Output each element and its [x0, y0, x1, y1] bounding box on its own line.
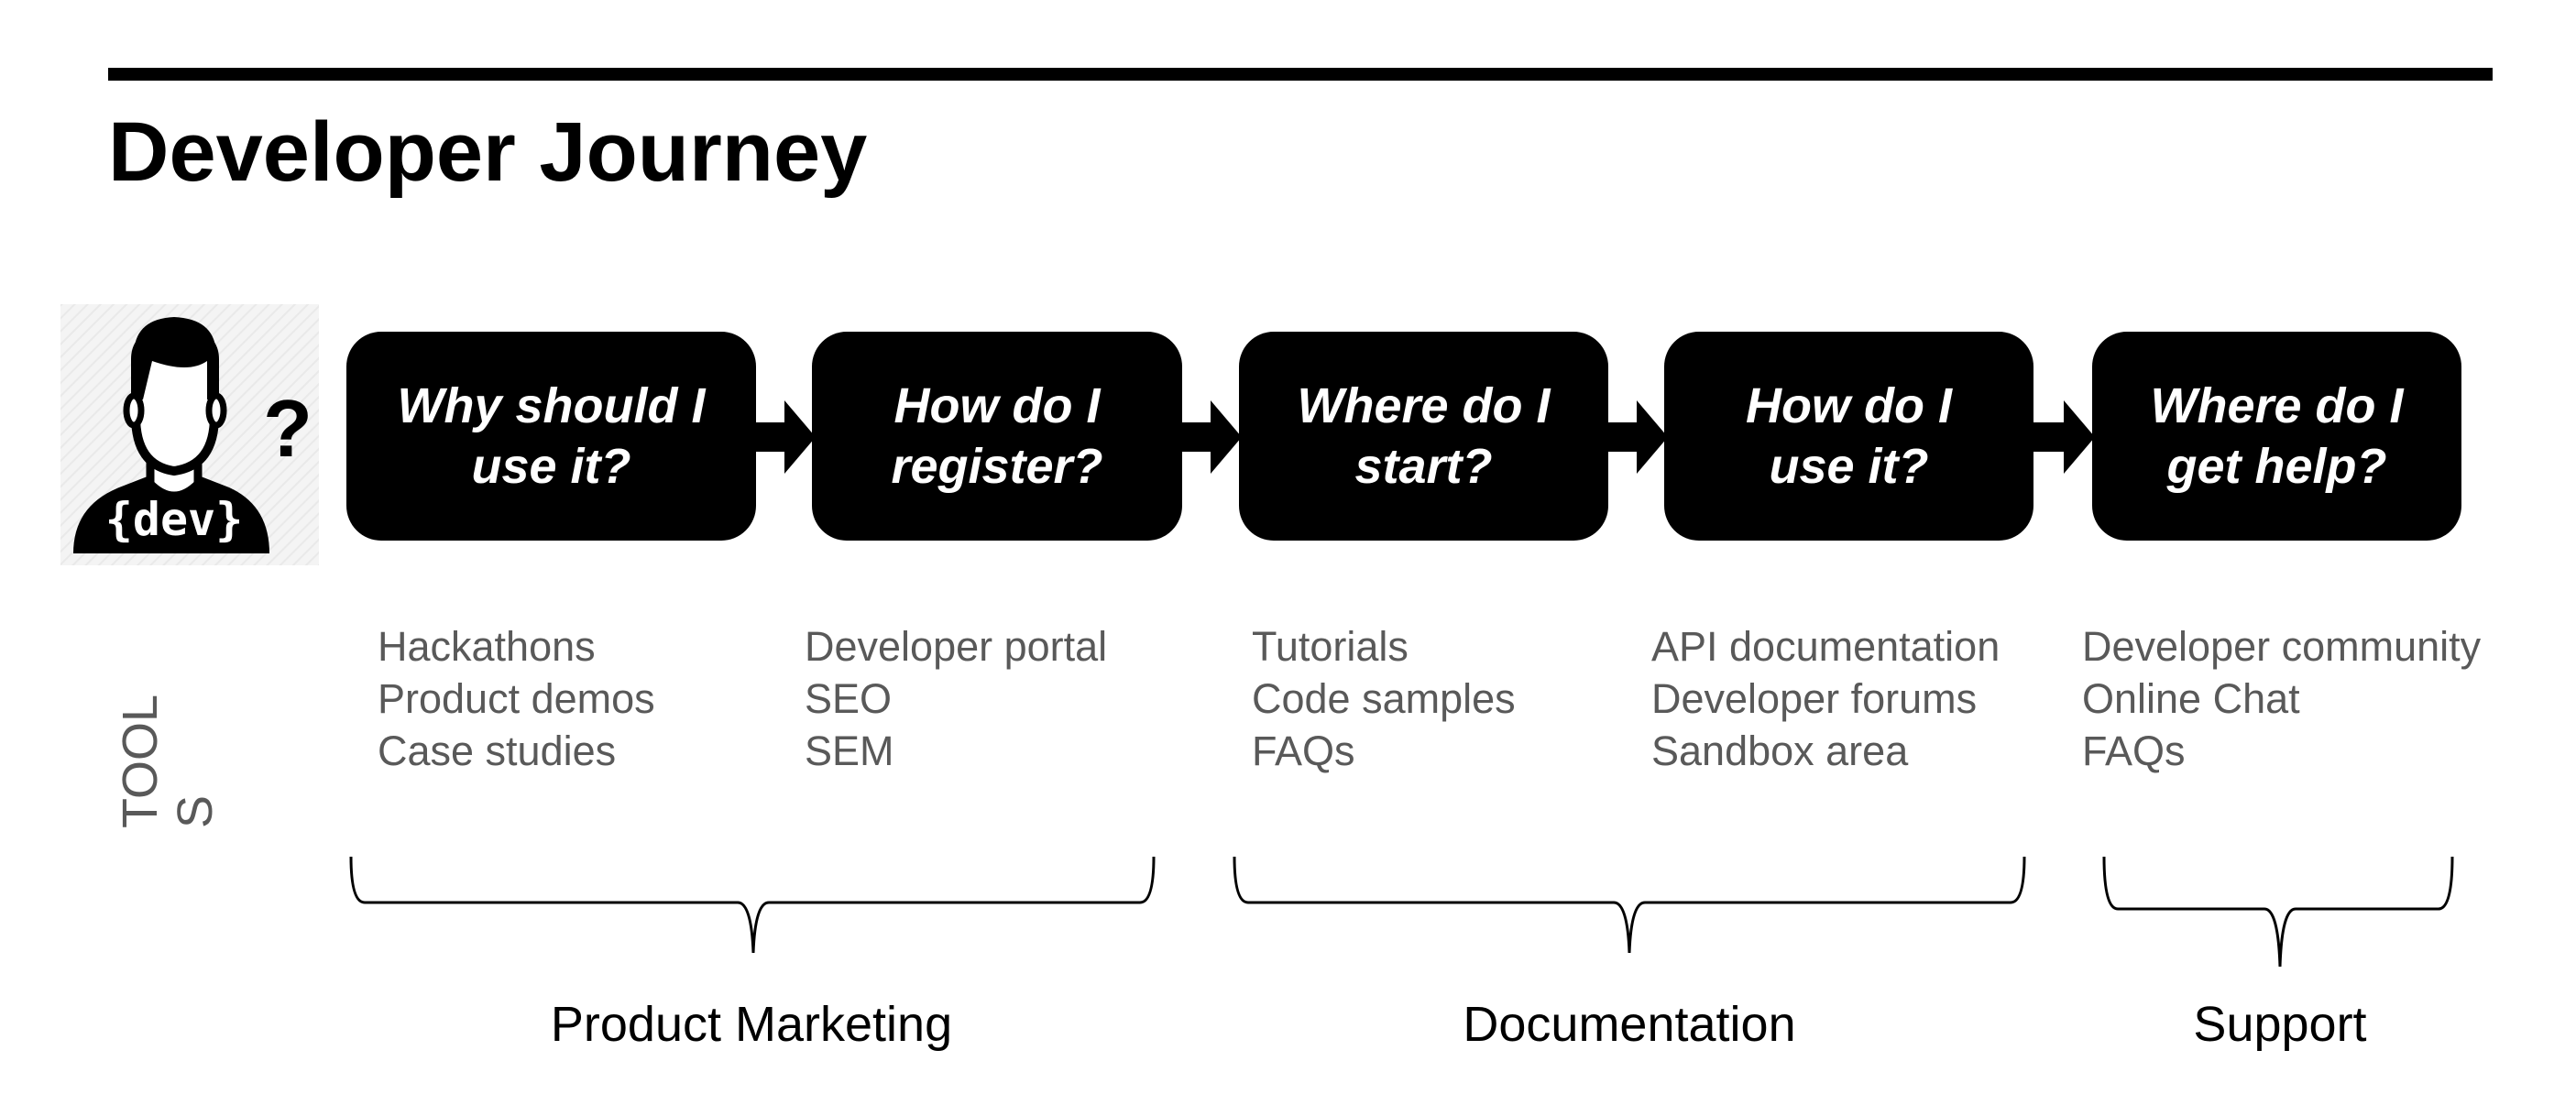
tool-item: Code samples: [1252, 675, 1516, 722]
tool-item: API documentation: [1651, 623, 2001, 670]
tool-item: Sandbox area: [1651, 728, 1909, 774]
tool-item: SEO: [805, 675, 893, 722]
tool-item: Hackathons: [378, 623, 596, 670]
journey-step-4: How do I use it?: [1664, 332, 2033, 541]
group-label-documentation: Documentation: [1463, 997, 1796, 1052]
question-mark-icon: ?: [263, 383, 312, 474]
step-4-line-2: use it?: [1769, 439, 1929, 494]
tools-label-line-1: TOOL: [113, 694, 168, 828]
step-4-line-1: How do I: [1746, 378, 1952, 433]
step-1-line-2: use it?: [471, 439, 631, 494]
step-3-line-2: start?: [1354, 439, 1493, 494]
arrow-right-icon: [1179, 400, 1242, 474]
tool-item: SEM: [805, 728, 894, 774]
step-1-line-1: Why should I: [397, 378, 706, 433]
arrow-right-icon: [2033, 400, 2095, 474]
step-2-line-2: register?: [891, 439, 1103, 494]
step-2-line-1: How do I: [893, 378, 1101, 433]
brace-documentation: [1233, 856, 2026, 954]
tools-list-4: API documentation Developer forums Sandb…: [1651, 620, 2000, 777]
tool-item: FAQs: [1252, 728, 1355, 774]
group-label-support: Support: [2193, 997, 2367, 1052]
developer-persona: {dev} ?: [60, 304, 319, 565]
tool-item: FAQs: [2082, 728, 2186, 774]
tool-item: Case studies: [378, 728, 617, 774]
tool-item: Developer forums: [1651, 675, 1978, 722]
tool-item: Online Chat: [2082, 675, 2300, 722]
journey-step-5: Where do I get help?: [2092, 332, 2461, 541]
step-5-line-2: get help?: [2166, 439, 2387, 494]
group-label-product-marketing: Product Marketing: [550, 997, 953, 1052]
tools-list-3: Tutorials Code samples FAQs: [1252, 620, 1516, 777]
tool-item: Developer community: [2082, 623, 2482, 670]
tools-label-line-2: S: [168, 794, 223, 828]
developer-avatar-icon: {dev} ?: [60, 304, 319, 565]
tools-label: TOOL S: [113, 645, 239, 828]
step-5-line-1: Where do I: [2150, 378, 2404, 433]
tools-list-1: Hackathons Product demos Case studies: [378, 620, 655, 777]
tools-list-5: Developer community Online Chat FAQs: [2082, 620, 2481, 777]
step-3-line-1: Where do I: [1297, 378, 1551, 433]
tools-list-2: Developer portal SEO SEM: [805, 620, 1107, 777]
arrow-right-icon: [1606, 400, 1668, 474]
dev-badge: {dev}: [105, 493, 244, 546]
page-title: Developer Journey: [108, 105, 868, 199]
brace-support: [2102, 856, 2454, 968]
tool-item: Product demos: [378, 675, 655, 722]
top-rule: [108, 68, 2493, 81]
arrow-right-icon: [753, 400, 816, 474]
tool-item: Developer portal: [805, 623, 1108, 670]
journey-step-1: Why should I use it?: [346, 332, 756, 541]
brace-product-marketing: [349, 856, 1156, 954]
journey-step-3: Where do I start?: [1239, 332, 1608, 541]
journey-step-2: How do I register?: [812, 332, 1182, 541]
tool-item: Tutorials: [1252, 623, 1409, 670]
